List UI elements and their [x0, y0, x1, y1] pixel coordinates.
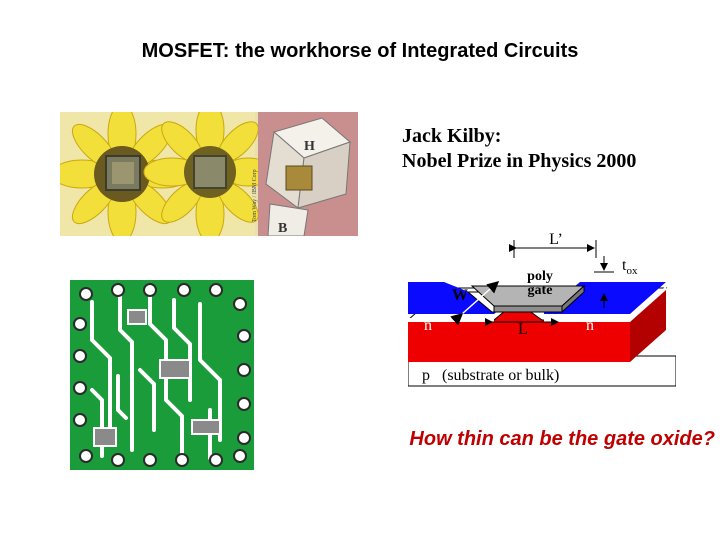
sunflower-left [60, 112, 193, 236]
circuit-board-layout [70, 280, 254, 470]
w-arrow [450, 281, 500, 326]
cube-letter-h: H [304, 139, 315, 154]
n-plus-left-label: n+ [424, 315, 438, 334]
gate-label-gate: gate [528, 283, 553, 298]
kilby-caption: Jack Kilby: Nobel Prize in Physics 2000 [402, 124, 636, 174]
sunflower-right [143, 112, 273, 236]
cube-letter-b: B [278, 221, 287, 236]
gate-oxide-question: How thin can be the gate oxide? [409, 428, 715, 450]
kilby-name: Jack Kilby: [402, 125, 502, 147]
sunflower-chip-photo: H B Tom Way / IBM Corp [60, 112, 358, 236]
p-substrate-front [408, 320, 630, 362]
l-prime-label: L’ [549, 231, 563, 248]
tox-label: tox [622, 257, 638, 277]
letter-cubes: H B Tom Way / IBM Corp [252, 112, 358, 236]
slide-title: MOSFET: the workhorse of Integrated Circ… [141, 40, 579, 62]
mosfet-diagram: poly gate L’ tox W L n+ n+ p (substrate … [408, 231, 676, 387]
w-label: W [452, 287, 468, 304]
substrate-label: p (substrate or bulk) [422, 367, 559, 384]
l-label: L [518, 321, 528, 338]
gate-label-poly: poly [527, 269, 553, 284]
p-substrate-side [630, 288, 666, 362]
photo-watermark: Tom Way / IBM Corp [252, 169, 258, 222]
n-plus-right-label: n+ [586, 315, 600, 334]
kilby-prize: Nobel Prize in Physics 2000 [402, 150, 637, 172]
